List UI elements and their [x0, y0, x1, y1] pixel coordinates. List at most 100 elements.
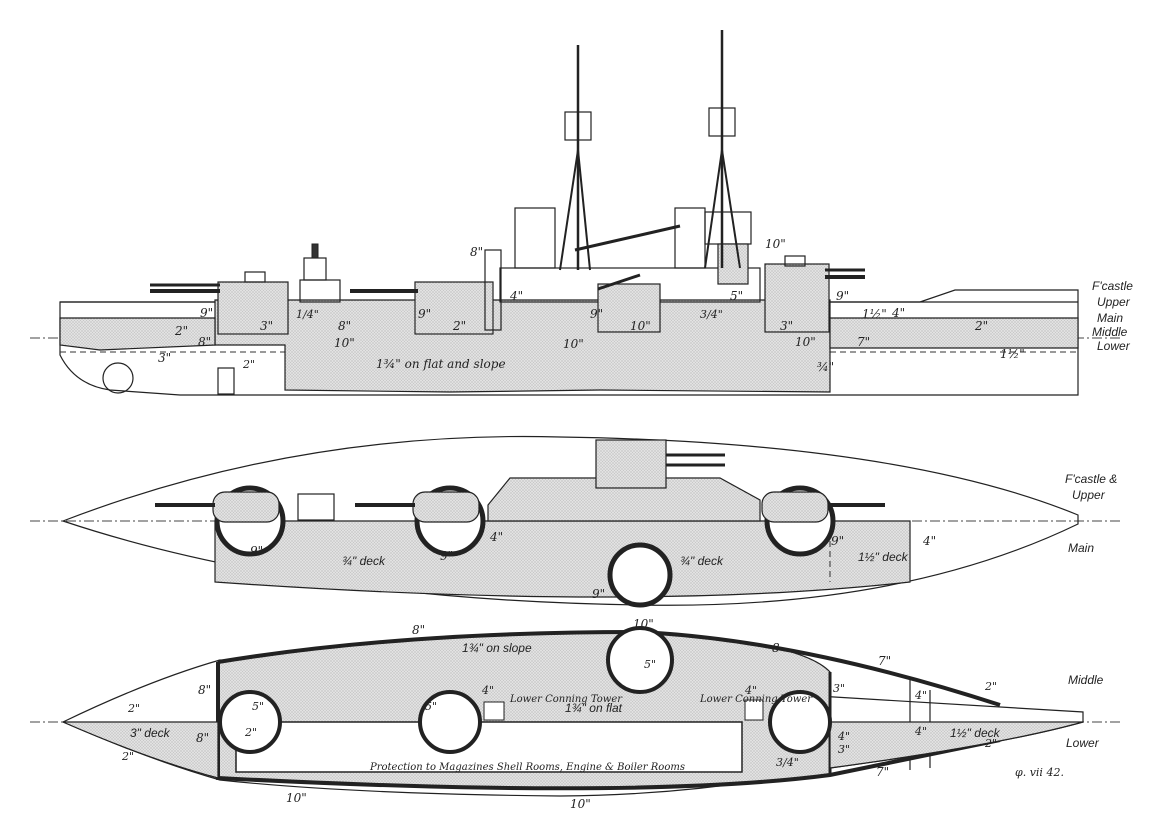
label-thickness: 3"	[260, 319, 273, 333]
profile-deck-label-upper: Upper	[1097, 295, 1131, 309]
profile-hull-outline	[59, 289, 1079, 396]
label-thickness: 2"	[174, 324, 188, 338]
profile-mast-aft	[704, 30, 741, 269]
profile-bow-ram	[102, 362, 134, 394]
label-thickness: 8	[772, 641, 780, 655]
upper-plan-superstructure	[487, 477, 761, 522]
upper-plan-deck-note: 1½" deck	[858, 550, 909, 564]
label-thickness: 9"	[200, 306, 213, 320]
lower-plan-deck-note: 3" deck	[130, 726, 171, 740]
label-thickness: 10"	[570, 797, 591, 811]
profile-deck-label-lower: Lower	[1097, 339, 1131, 353]
lower-plan-barbette-1	[218, 690, 282, 754]
label-thickness: 3"	[780, 319, 793, 333]
label-thickness: 9"	[418, 307, 431, 321]
label-thickness: 2"	[974, 319, 988, 333]
label-thickness: 10"	[334, 336, 355, 350]
drawing-signature: φ. vii 42.	[1015, 766, 1064, 779]
label-thickness: 8"	[198, 683, 211, 697]
label-thickness: 9"	[592, 587, 605, 601]
lower-plan-deck-note: 1¾" on slope	[462, 641, 532, 655]
lower-plan-barbette-2	[418, 690, 482, 754]
label-thickness: 7"	[876, 765, 889, 779]
profile-turret-2	[350, 281, 494, 335]
label-thickness: 10"	[286, 791, 307, 805]
label-thickness: 1½"	[862, 307, 887, 321]
lower-plan-conning-tower-label: Lower Conning Tower	[509, 694, 623, 705]
label-thickness: 2"	[984, 737, 997, 750]
label-thickness: 5"	[252, 700, 264, 713]
profile-turret-aft	[764, 255, 865, 333]
label-thickness: 7"	[878, 654, 891, 668]
lower-plan-bow-deck	[62, 721, 219, 779]
label-thickness: 2"	[984, 680, 997, 693]
label-thickness: 10"	[630, 319, 651, 333]
label-thickness: 5"	[425, 700, 437, 713]
lower-plan-conning-tower-fwd	[483, 701, 505, 721]
label-thickness: 4"	[744, 684, 757, 697]
label-thickness: 4"	[837, 730, 850, 743]
label-thickness: ¾"	[817, 360, 834, 374]
label-thickness: 4"	[481, 684, 494, 697]
label-thickness: 2"	[452, 319, 466, 333]
label-thickness: 3/4"	[700, 308, 723, 321]
label-thickness: 4"	[914, 689, 927, 702]
upper-plan-deck-label-main: Main	[1068, 541, 1094, 555]
lower-deck-plan: Middle Lower 8" 10" 8 7" 10" 10" 7" 2" 8…	[30, 617, 1120, 811]
label-thickness: 4"	[914, 725, 927, 738]
upper-plan-turret-3	[761, 491, 829, 523]
label-thickness: 10"	[563, 337, 584, 351]
label-thickness: 5"	[644, 658, 656, 671]
profile-bow-compartment	[217, 367, 235, 395]
label-thickness: 3/4"	[776, 756, 799, 769]
profile-deck-label-forecastle: F'castle	[1092, 279, 1133, 293]
lower-plan-magazine-box	[235, 721, 743, 773]
upper-plan-armoured-deck	[214, 520, 911, 598]
lower-plan-deck-label-lower: Lower	[1066, 736, 1100, 750]
label-thickness: 4"	[891, 306, 905, 320]
profile-deck-label-main: Main	[1097, 311, 1123, 325]
upper-plan-centre-turret	[595, 439, 667, 489]
lower-plan-barbette-3	[768, 690, 832, 754]
lower-plan-magazine-note: Protection to Magazines Shell Rooms, Eng…	[369, 762, 685, 773]
upper-plan-deck-label-forecastle: F'castle &	[1065, 472, 1117, 486]
label-thickness: 8"	[412, 623, 425, 637]
label-thickness: 9"	[831, 534, 844, 548]
lower-plan-deck-note: 1¾" on flat	[565, 701, 623, 715]
lower-plan-stern-deck	[829, 721, 1084, 769]
upper-plan-deck-note: ¾" deck	[680, 554, 724, 568]
label-thickness: 9"	[250, 544, 263, 558]
lower-plan-conning-tower-label: Lower Conning Tower	[699, 694, 813, 705]
profile-bow-belt	[59, 317, 216, 351]
label-thickness: 5"	[730, 289, 743, 303]
upper-deck-plan: F'castle & Upper Main ¾" deck ¾" deck 1½…	[30, 435, 1120, 608]
label-thickness: 8"	[198, 335, 211, 349]
upper-plan-deck-note: ¾" deck	[342, 554, 386, 568]
lower-plan-conning-tower-aft	[744, 699, 764, 721]
label-thickness: 10"	[795, 335, 816, 349]
upper-plan-turret-2	[412, 491, 480, 523]
label-thickness: 8"	[196, 731, 209, 745]
label-thickness: 1½"	[1000, 347, 1025, 361]
label-thickness: 9"	[590, 307, 603, 321]
lower-plan-deck-note: 1½" deck	[950, 726, 1001, 740]
label-thickness: 1/4"	[296, 308, 319, 321]
profile-turret-forward	[150, 271, 289, 335]
label-thickness: 3"	[158, 351, 171, 365]
profile-view: F'castle Upper Main Middle Lower 9" 2" 8…	[30, 30, 1133, 396]
profile-turret-3	[597, 273, 661, 333]
label-flat-slope-note: 1¾" on flat and slope	[376, 357, 506, 371]
profile-deck-label-middle: Middle	[1092, 325, 1128, 339]
label-thickness: 4"	[489, 530, 503, 544]
label-thickness: 2"	[121, 750, 134, 763]
profile-bridge-forward	[299, 243, 341, 303]
label-thickness: 9"	[440, 549, 453, 563]
label-thickness: 8"	[470, 245, 483, 259]
upper-plan-barbette-centre	[607, 542, 673, 608]
label-thickness: 10"	[765, 237, 786, 251]
label-thickness: 2"	[244, 726, 257, 739]
lower-plan-barbette-centre	[606, 626, 674, 694]
label-thickness: 8"	[338, 319, 351, 333]
upper-plan-deck-label-upper: Upper	[1072, 488, 1106, 502]
